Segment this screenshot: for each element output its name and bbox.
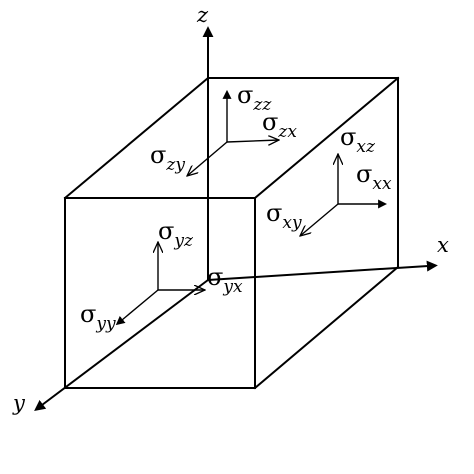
sigma-yy-label: σyy <box>80 300 116 334</box>
sigma-zy-arrow <box>187 141 228 176</box>
y-axis <box>34 279 209 411</box>
cube-edge <box>253 76 400 200</box>
front-face-stresses <box>115 242 205 326</box>
sigma-xx-label: σxx <box>356 160 392 194</box>
cube-edge <box>63 76 210 200</box>
x-axis-label: x <box>437 233 449 257</box>
sigma-zx-label: σzx <box>262 108 297 142</box>
sigma-yy-arrow <box>115 289 159 326</box>
sigma-xy-label: σxy <box>266 199 302 233</box>
sigma-xy-arrow <box>300 203 339 236</box>
stress-labels: σzz σzx σzy σxz σxx σxy σyz σyx σyy <box>80 81 392 334</box>
x-axis <box>207 260 438 281</box>
sigma-yx-label: σyx <box>207 263 243 297</box>
top-face-stresses <box>187 89 279 176</box>
cube-edge <box>253 265 400 390</box>
sigma-zx-arrow <box>226 140 279 142</box>
right-face-stresses <box>300 154 388 236</box>
z-axis-label: z <box>196 3 209 27</box>
cube <box>63 76 400 390</box>
coordinate-axes <box>34 26 438 411</box>
sigma-yz-label: σyz <box>158 217 194 251</box>
sigma-zy-label: σzy <box>150 141 185 175</box>
sigma-zz-label: σzz <box>237 81 272 115</box>
y-axis-label: y <box>12 391 26 415</box>
sigma-xz-label: σxz <box>340 123 376 157</box>
